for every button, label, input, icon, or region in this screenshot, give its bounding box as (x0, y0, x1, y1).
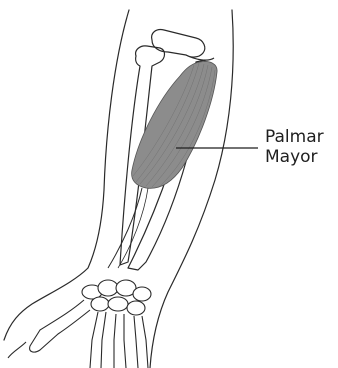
muscle-label-line1: Palmar (265, 127, 324, 147)
muscle-label: Palmar Mayor (265, 127, 329, 167)
palmar-mayor-muscle (108, 61, 217, 268)
muscle-label-line2: Mayor (265, 147, 318, 167)
carpal-bones (82, 280, 151, 315)
humerus-bone (152, 30, 214, 61)
